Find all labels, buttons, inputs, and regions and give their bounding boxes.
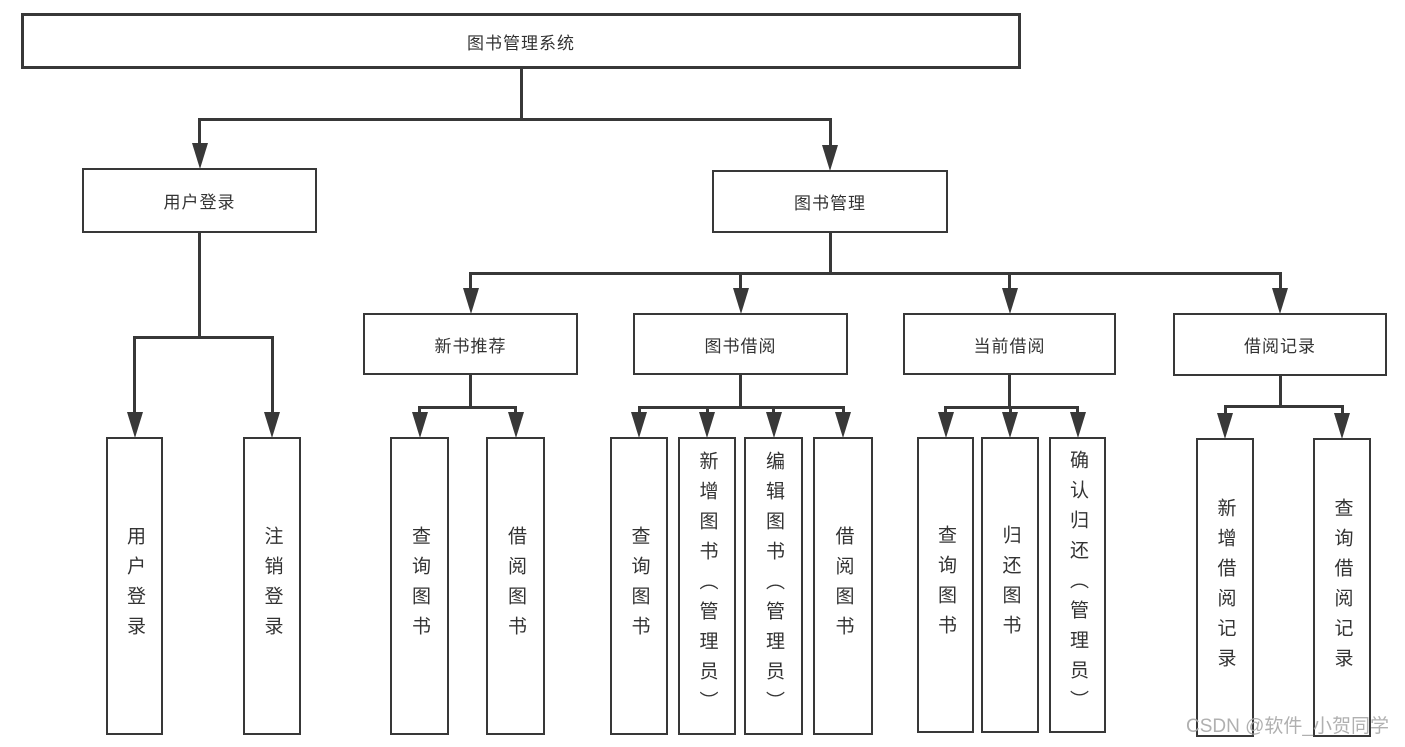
connector-arrow <box>507 412 524 438</box>
node-label: 查询图书 <box>935 525 956 645</box>
node-new-book-rec: 新书推荐 <box>363 313 578 375</box>
connector-segment <box>198 233 201 339</box>
connector-arrow <box>631 412 647 438</box>
node-label: 图书借阅 <box>704 336 777 356</box>
node-label: 确认归还（管理员） <box>1067 450 1088 720</box>
connector-arrow <box>1334 413 1350 439</box>
node-v-add-book: 新增图书（管理员） <box>678 437 736 735</box>
node-user-login: 用户登录 <box>82 168 317 233</box>
connector-arrow <box>411 412 428 438</box>
connector-arrow <box>462 288 479 314</box>
node-v-query-books-2: 查询图书 <box>610 437 668 735</box>
csdn-watermark: CSDN @软件_小贺同学 <box>1186 716 1389 737</box>
node-v-add-borrow-record: 新增借阅记录 <box>1196 438 1254 737</box>
connector-arrow <box>1002 412 1018 438</box>
node-v-return-book: 归还图书 <box>981 437 1039 733</box>
connector-arrow <box>1069 412 1086 438</box>
connector-arrow <box>1001 288 1018 314</box>
connector-segment <box>1340 405 1344 420</box>
node-label: 注销登录 <box>261 526 283 646</box>
connector-segment <box>944 406 1079 409</box>
connector-arrow <box>1272 288 1288 314</box>
connector-segment <box>418 406 517 409</box>
connector-segment <box>1278 272 1282 295</box>
node-label: 查询借阅记录 <box>1331 497 1353 678</box>
node-label: 新增图书（管理员） <box>696 451 718 721</box>
connector-arrow <box>1217 413 1233 439</box>
node-label: 用户登录 <box>124 526 145 646</box>
connector-segment <box>198 118 201 150</box>
node-v-edit-book: 编辑图书（管理员） <box>744 437 803 735</box>
connector-segment <box>828 118 832 152</box>
connector-segment <box>198 118 832 121</box>
node-label: 新增借阅记录 <box>1214 497 1236 678</box>
connector-arrow <box>822 145 838 171</box>
node-label: 借阅记录 <box>1244 337 1316 356</box>
node-label: 查询图书 <box>628 526 650 646</box>
connector-segment <box>637 406 845 409</box>
connector-arrow <box>191 143 208 169</box>
connector-segment <box>739 272 742 295</box>
connector-arrow <box>126 412 143 438</box>
connector-arrow <box>937 412 954 438</box>
connector-segment <box>1223 405 1227 420</box>
connector-segment <box>1008 272 1011 295</box>
connector-arrow <box>264 412 280 438</box>
node-v-logout: 注销登录 <box>243 437 301 735</box>
connector-segment <box>828 233 832 275</box>
node-label: 查询图书 <box>409 526 430 646</box>
node-book-mgmt: 图书管理 <box>712 170 948 233</box>
node-v-query-books-1: 查询图书 <box>390 437 449 735</box>
node-label: 新书推荐 <box>434 336 507 356</box>
node-v-query-borrow-record: 查询借阅记录 <box>1313 438 1371 737</box>
node-v-borrow-books-2: 借阅图书 <box>813 437 873 735</box>
node-v-query-books-3: 查询图书 <box>917 437 974 733</box>
connector-arrow <box>699 412 715 438</box>
node-label: 用户登录 <box>163 193 236 212</box>
node-label: 当前借阅 <box>973 336 1046 356</box>
connector-segment <box>739 375 742 409</box>
node-label: 图书管理 <box>794 194 866 213</box>
connector-segment <box>469 375 472 409</box>
node-book-borrow: 图书借阅 <box>633 313 848 375</box>
node-label: 借阅图书 <box>832 526 854 646</box>
node-v-confirm-return: 确认归还（管理员） <box>1049 437 1106 733</box>
node-v-user-login: 用户登录 <box>106 437 163 735</box>
connector-segment <box>1008 375 1011 409</box>
node-label: 编辑图书（管理员） <box>763 451 784 721</box>
node-borrow-records: 借阅记录 <box>1173 313 1387 376</box>
connector-segment <box>270 336 274 419</box>
connector-arrow <box>835 412 851 438</box>
connector-arrow <box>765 412 782 438</box>
node-label: 图书管理系统 <box>467 33 575 53</box>
node-root: 图书管理系统 <box>21 13 1021 69</box>
connector-segment <box>469 272 472 295</box>
node-label: 借阅图书 <box>505 526 526 646</box>
connector-arrow <box>732 288 749 314</box>
connector-segment <box>1223 405 1344 408</box>
node-current-borrow: 当前借阅 <box>903 313 1116 375</box>
connector-segment <box>133 336 274 339</box>
connector-segment <box>519 69 523 121</box>
connector-segment <box>133 336 136 419</box>
node-v-borrow-books-1: 借阅图书 <box>486 437 545 735</box>
connector-segment <box>1278 376 1282 408</box>
node-label: 归还图书 <box>999 525 1021 645</box>
connector-segment <box>469 272 1282 275</box>
